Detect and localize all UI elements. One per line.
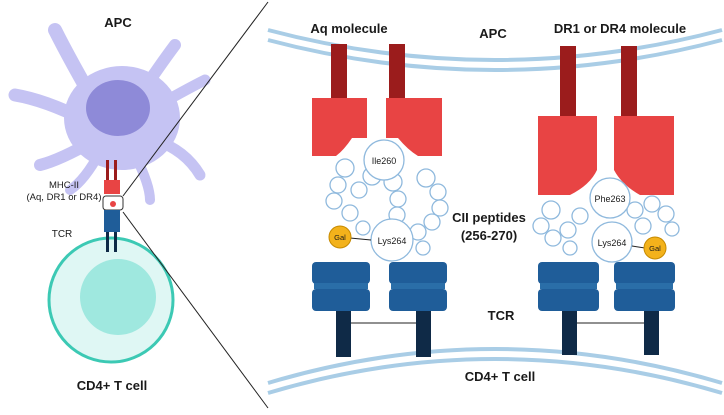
t-cell <box>47 236 175 364</box>
left-apc-label: APC <box>104 15 132 30</box>
aq-mhc-molecule <box>312 44 442 156</box>
dr-gal-label: Gal <box>649 244 661 253</box>
dr-lys264-label: Lys264 <box>598 238 627 248</box>
right-tcr-label: TCR <box>488 308 515 323</box>
cii-peptides-label-line2: (256-270) <box>461 228 517 243</box>
right-panel: Aq molecule APC DR1 or DR4 molecule Ile2… <box>267 21 723 395</box>
right-tcell-label: CD4+ T cell <box>465 369 535 384</box>
left-mhc-label-line1: MHC-II <box>49 180 79 191</box>
aq-gal-label: Gal <box>334 233 346 242</box>
dr-galactose <box>631 236 667 260</box>
aq-ile260-label: Ile260 <box>372 156 397 166</box>
t-cell-nucleus <box>80 259 156 335</box>
aq-molecule-label: Aq molecule <box>310 21 387 36</box>
left-tcr-label: TCR <box>52 229 73 240</box>
dr-mhc-molecule <box>538 46 674 195</box>
cii-peptides-label-line1: CII peptides <box>452 210 526 225</box>
dr-tcr-molecule <box>538 262 675 355</box>
left-mhc-label-line2: (Aq, DR1 or DR4) <box>27 192 102 203</box>
apc-cell <box>8 23 211 205</box>
dr-molecule-label: DR1 or DR4 molecule <box>554 21 686 36</box>
left-tcell-label: CD4+ T cell <box>77 378 147 393</box>
aq-ile260-residue <box>363 139 405 181</box>
dr-phe263-residue <box>589 177 631 219</box>
dr-peptide-chain <box>532 177 680 263</box>
tcell-membrane <box>267 347 723 395</box>
left-panel: APC MHC-II (Aq, DR1 or DR4) TCR CD4+ T c… <box>8 15 211 393</box>
dr-lys264-residue <box>591 221 633 263</box>
aq-galactose <box>328 225 372 249</box>
dr-phe263-label: Phe263 <box>594 194 625 204</box>
right-apc-label: APC <box>479 26 507 41</box>
aq-lys264-label: Lys264 <box>378 236 407 246</box>
apc-nucleus <box>86 80 150 136</box>
zoom-lines <box>122 1 269 409</box>
mhc-tcr-mini <box>102 160 124 252</box>
aq-peptide-chain <box>325 139 449 262</box>
apc-membrane <box>267 28 723 72</box>
aq-tcr-molecule <box>312 262 447 357</box>
